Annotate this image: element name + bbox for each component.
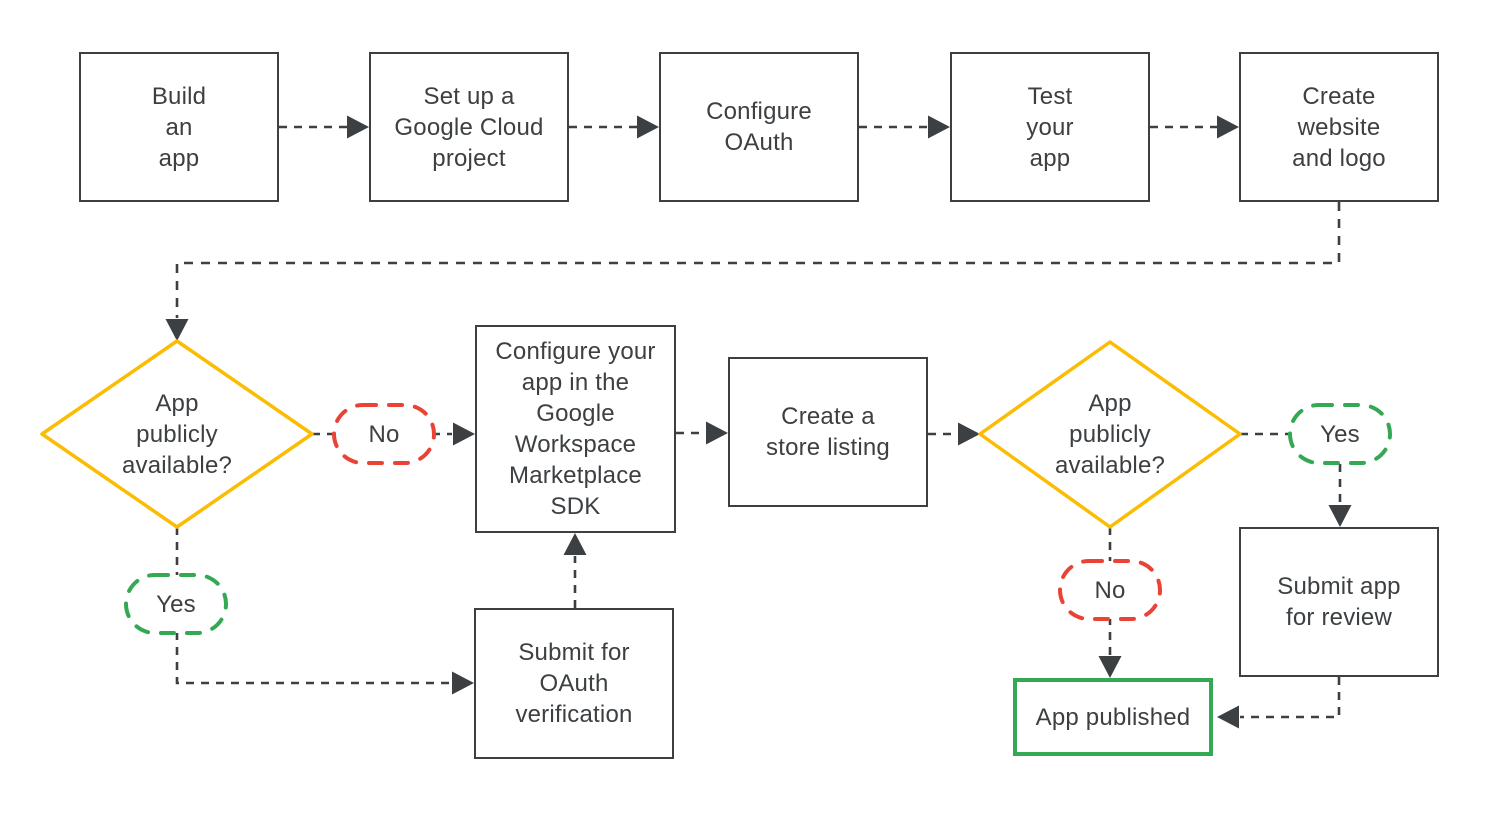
decision-diamond-1 (40, 339, 314, 529)
branch-oval-yes-1 (124, 573, 228, 635)
terminal-box-app-published: App published (1013, 678, 1213, 756)
edge-decision2-yes-to-review (1240, 432, 1352, 527)
arrowhead (928, 115, 950, 139)
arrowhead (452, 671, 474, 695)
arrowhead (453, 422, 475, 446)
arrowhead (1098, 656, 1122, 678)
arrowhead (165, 319, 189, 341)
process-box-test-your-app: Test your app (950, 52, 1150, 202)
process-box-configure-oauth: Configure OAuth (659, 52, 859, 202)
arrowhead (1217, 115, 1239, 139)
process-box-configure-marketplace-sdk: Configure your app in the Google Workspa… (475, 325, 676, 533)
connector-line (1240, 677, 1341, 719)
process-box-setup-google-cloud-project: Set up a Google Cloud project (369, 52, 569, 202)
branch-oval-yes-2 (1288, 403, 1392, 465)
edge-sdk-to-store-listing (676, 421, 728, 445)
arrowhead (347, 115, 369, 139)
edge-build-to-cloud-project (279, 115, 369, 139)
edge-configure-oauth-to-test (859, 115, 950, 139)
process-box-submit-oauth-verification: Submit for OAuth verification (474, 608, 674, 759)
branch-oval-no-2 (1058, 559, 1162, 621)
arrowhead (958, 422, 980, 446)
process-box-submit-app-for-review: Submit app for review (1239, 527, 1439, 677)
decision-diamond-2 (978, 340, 1242, 529)
connector-line (175, 202, 1341, 318)
arrowhead (1217, 705, 1239, 729)
process-box-create-store-listing: Create a store listing (728, 357, 928, 507)
edge-cloud-project-to-configure-oauth (569, 115, 659, 139)
edge-review-to-published (1217, 677, 1341, 729)
connector-line (1240, 432, 1342, 504)
branch-oval-no-1 (332, 403, 436, 465)
edge-test-to-website (1150, 115, 1239, 139)
arrowhead (637, 115, 659, 139)
process-box-create-website-and-logo: Create website and logo (1239, 52, 1439, 202)
edge-store-listing-to-decision-2 (928, 422, 980, 446)
arrowhead (563, 533, 587, 555)
process-box-build-an-app: Build an app (79, 52, 279, 202)
arrowhead (706, 421, 728, 445)
edge-website-to-decision-1 (165, 202, 1341, 341)
edge-decision1-no-to-sdk (312, 422, 475, 446)
arrowhead (1328, 505, 1352, 527)
edge-oauth-verification-to-sdk (563, 533, 587, 608)
